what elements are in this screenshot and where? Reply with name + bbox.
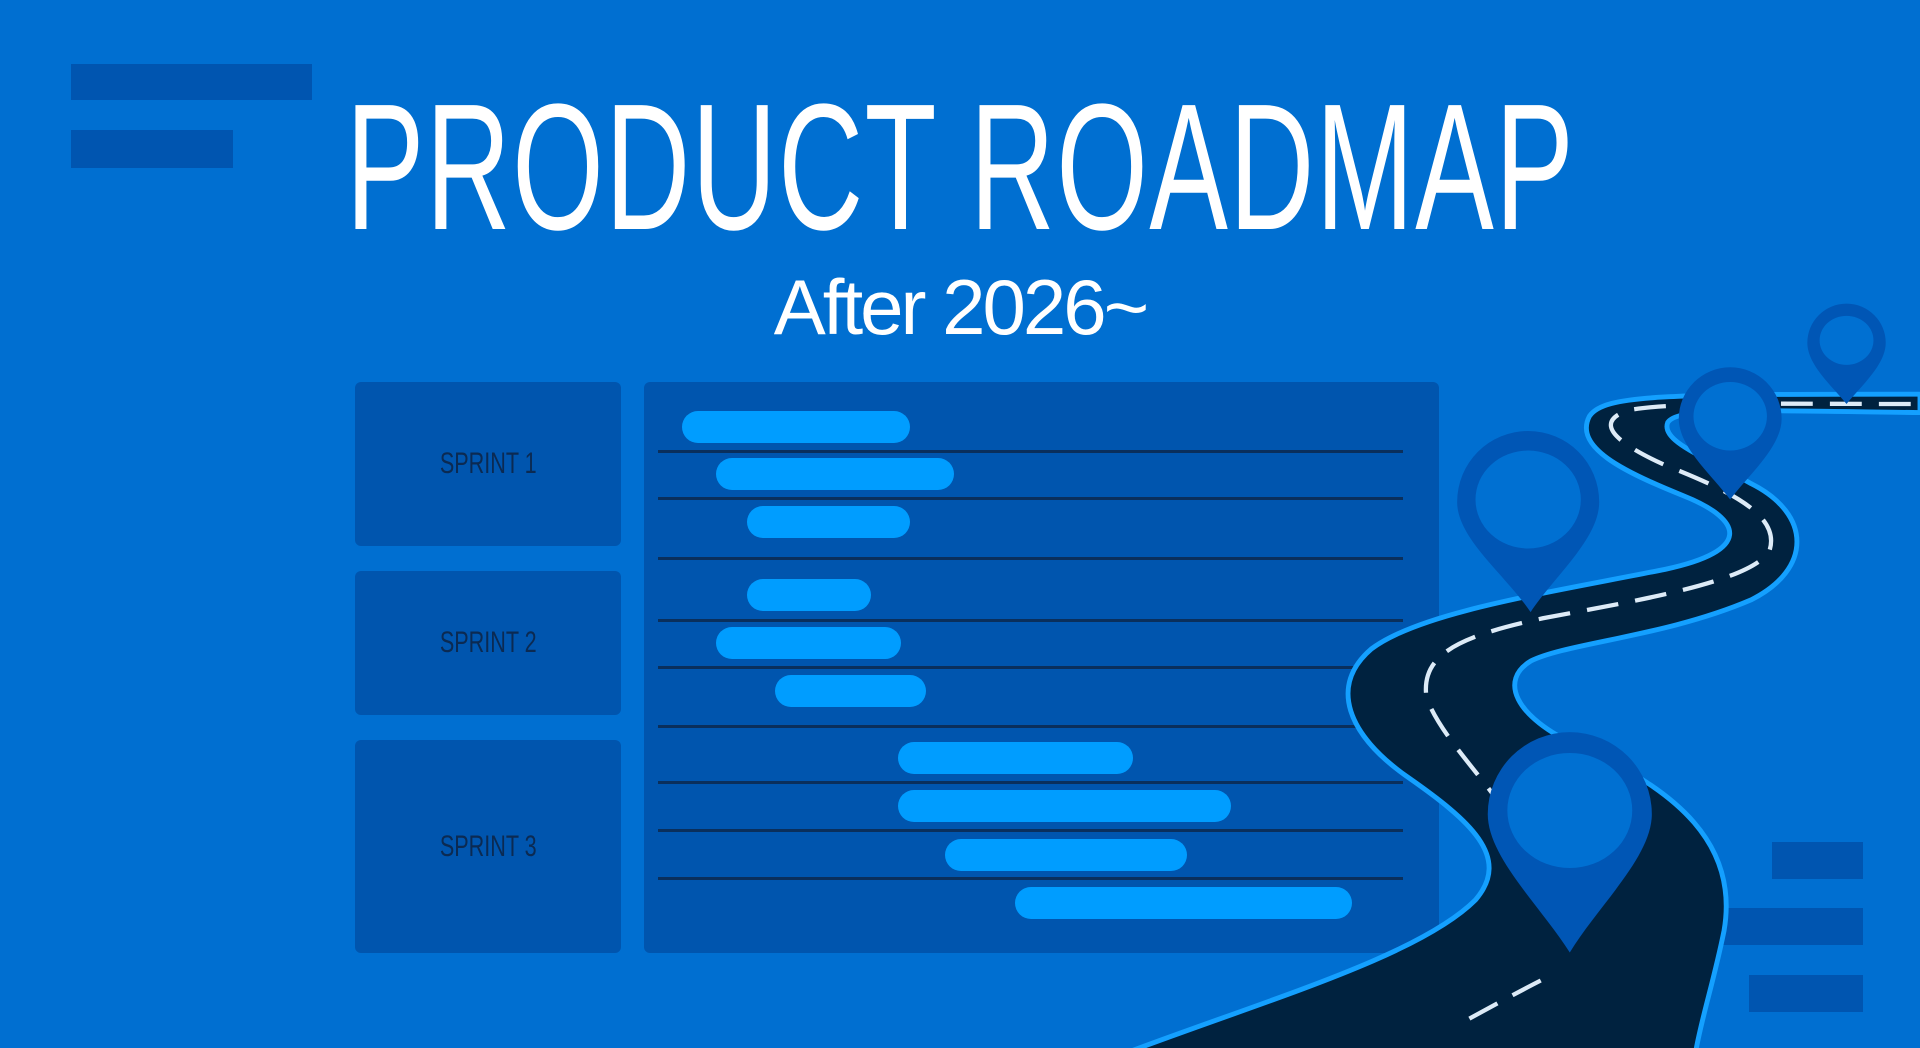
row-divider [658,497,1403,500]
title-text: PRODUCT ROADMAP [345,67,1575,268]
sprint-label: SPRINT 2 [439,626,537,659]
task-bar [898,790,1231,822]
sprint-label-box: SPRINT 2 [355,571,621,715]
task-bar [716,627,901,659]
task-bar [716,458,954,490]
page-subtitle: After 2026~ [773,263,1149,351]
row-divider [658,450,1403,453]
decor-bar [71,64,312,100]
task-bar [1015,887,1352,919]
row-divider [658,877,1403,880]
task-bar [747,579,871,611]
sprint-label-box: SPRINT 3 [355,740,621,953]
task-bar [775,675,926,707]
location-pin-icon [1487,732,1652,953]
decor-bar [1772,842,1863,879]
task-bar [898,742,1133,774]
decor-bar [1708,908,1863,945]
row-divider [658,725,1403,728]
page-title: PRODUCT ROADMAP [0,78,1920,258]
road-surface [1132,391,1920,1048]
location-pin-icon [1807,303,1886,405]
task-bar [747,506,910,538]
task-bar [945,839,1187,871]
decor-bar [71,130,233,168]
sprint-label-box: SPRINT 1 [355,382,621,546]
road-centerline [1423,401,1920,1021]
sprint-label: SPRINT 3 [439,829,537,863]
row-divider [658,557,1403,560]
row-divider [658,666,1403,669]
task-bar [682,411,910,443]
row-divider [658,781,1403,784]
row-divider [658,829,1403,832]
sprint-label: SPRINT 1 [439,447,537,480]
location-pin-icon [1678,367,1782,500]
row-divider [658,619,1403,622]
location-pin-icon [1457,430,1600,613]
decor-bar [1749,975,1863,1012]
